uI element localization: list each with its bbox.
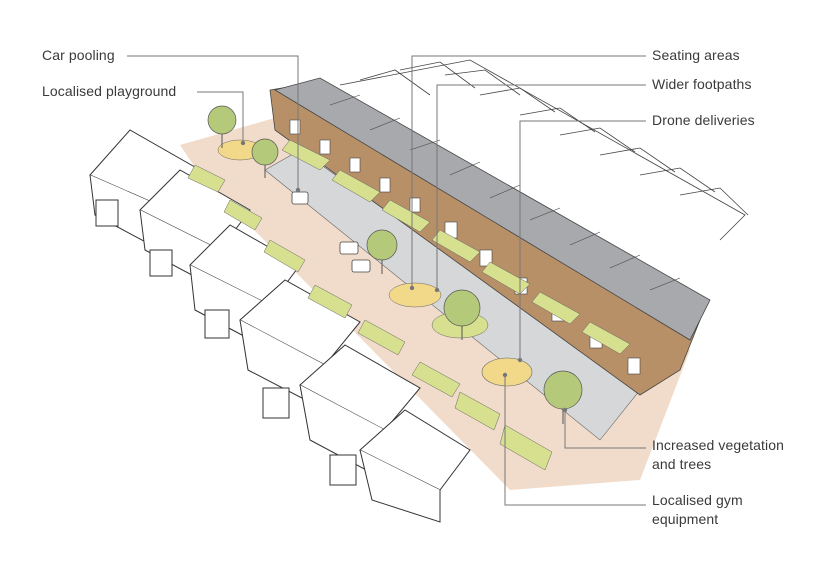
leader-drones <box>519 120 646 360</box>
label-seating-areas: Seating areas <box>652 47 740 63</box>
label-vegetation-line2: and trees <box>652 456 712 472</box>
seating-area-ground <box>388 282 442 308</box>
label-car-pooling: Car pooling <box>42 47 115 63</box>
leader-car-pooling <box>127 55 299 190</box>
label-wider-footpaths: Wider footpaths <box>652 76 752 92</box>
background-house-outlines <box>339 59 749 241</box>
leader-gym <box>504 375 646 506</box>
pooled-cars <box>291 191 371 273</box>
label-gym-line1: Localised gym <box>652 492 743 508</box>
label-drone-deliveries: Drone deliveries <box>652 112 755 128</box>
label-localised-playground: Localised playground <box>42 83 177 99</box>
leader-playground <box>197 91 244 143</box>
right-terrace <box>269 77 711 396</box>
label-gym-line2: equipment <box>652 511 719 527</box>
leader-footpaths <box>436 84 646 290</box>
leader-lines <box>127 55 646 506</box>
trees <box>207 105 583 410</box>
gym-area-ground <box>481 357 533 387</box>
leader-vegetation <box>564 410 646 449</box>
left-gardens <box>187 164 553 471</box>
leader-seating <box>411 55 646 288</box>
label-vegetation-line1: Increased vegetation <box>652 437 784 453</box>
left-terrace <box>89 129 471 523</box>
